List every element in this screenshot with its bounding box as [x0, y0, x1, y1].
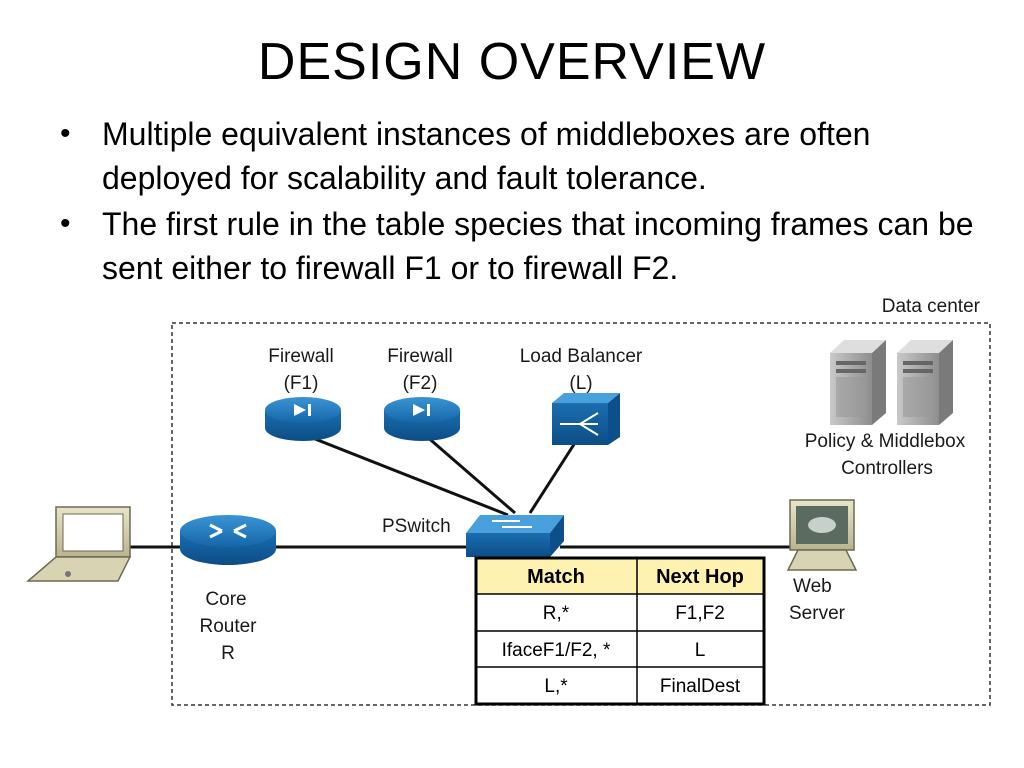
bullet-dot-icon: • — [60, 117, 71, 150]
load-balancer-id: (L) — [569, 373, 592, 394]
web-server-icon — [786, 499, 858, 571]
firewall-f2-id: (F2) — [403, 373, 438, 394]
server-icon — [830, 340, 886, 425]
bullet-item: • The first rule in the table species th… — [58, 202, 978, 290]
core-router-label-2: Router — [199, 616, 257, 637]
table-cell: F1,F2 — [675, 603, 725, 624]
slide-title: DESIGN OVERVIEW — [257, 33, 767, 91]
table-cell: L — [695, 640, 706, 661]
load-balancer-icon — [552, 393, 620, 445]
table-header-match: Match — [527, 566, 585, 588]
table-header-bg — [476, 558, 764, 594]
table-cell: FinalDest — [660, 676, 741, 697]
server-icon — [897, 340, 953, 425]
firewall-f2-icon — [384, 397, 460, 441]
web-server-label-2: Server — [789, 603, 846, 624]
core-router-icon — [180, 515, 276, 565]
firewall-f1-icon — [265, 397, 341, 441]
laptop-icon — [25, 506, 132, 582]
data-center-boundary — [171, 322, 991, 706]
controllers-label-2: Controllers — [841, 458, 933, 479]
bullet-text: Multiple equivalent instances of middleb… — [102, 116, 871, 196]
core-router-label: Core — [205, 589, 246, 610]
firewall-f1-label: Firewall — [268, 346, 333, 367]
core-router-label-3: R — [221, 643, 235, 664]
pswitch-icon — [466, 515, 564, 557]
load-balancer-label: Load Balancer — [520, 346, 643, 367]
data-center-label: Data center — [882, 296, 981, 317]
bullet-text: The first rule in the table species that… — [102, 206, 974, 286]
table-cell: R,* — [543, 603, 570, 624]
table-header-next-hop: Next Hop — [656, 566, 744, 588]
firewall-f2-label: Firewall — [387, 346, 452, 367]
controllers-label: Policy & Middlebox — [805, 431, 966, 452]
bullet-item: • Multiple equivalent instances of middl… — [58, 112, 978, 200]
bullet-list: • Multiple equivalent instances of middl… — [58, 112, 978, 292]
firewall-f1-id: (F1) — [284, 373, 319, 394]
rule-table: Match Next Hop R,* F1,F2 IfaceF1/F2, * L… — [474, 556, 766, 706]
table-cell: L,* — [544, 676, 568, 697]
bullet-dot-icon: • — [60, 207, 71, 240]
table-cell: IfaceF1/F2, * — [502, 640, 611, 661]
pswitch-label: PSwitch — [382, 516, 451, 537]
web-server-label: Web — [793, 576, 832, 597]
network-diagram: Data center Firewall (F1) Firewall (F2) … — [25, 296, 991, 706]
